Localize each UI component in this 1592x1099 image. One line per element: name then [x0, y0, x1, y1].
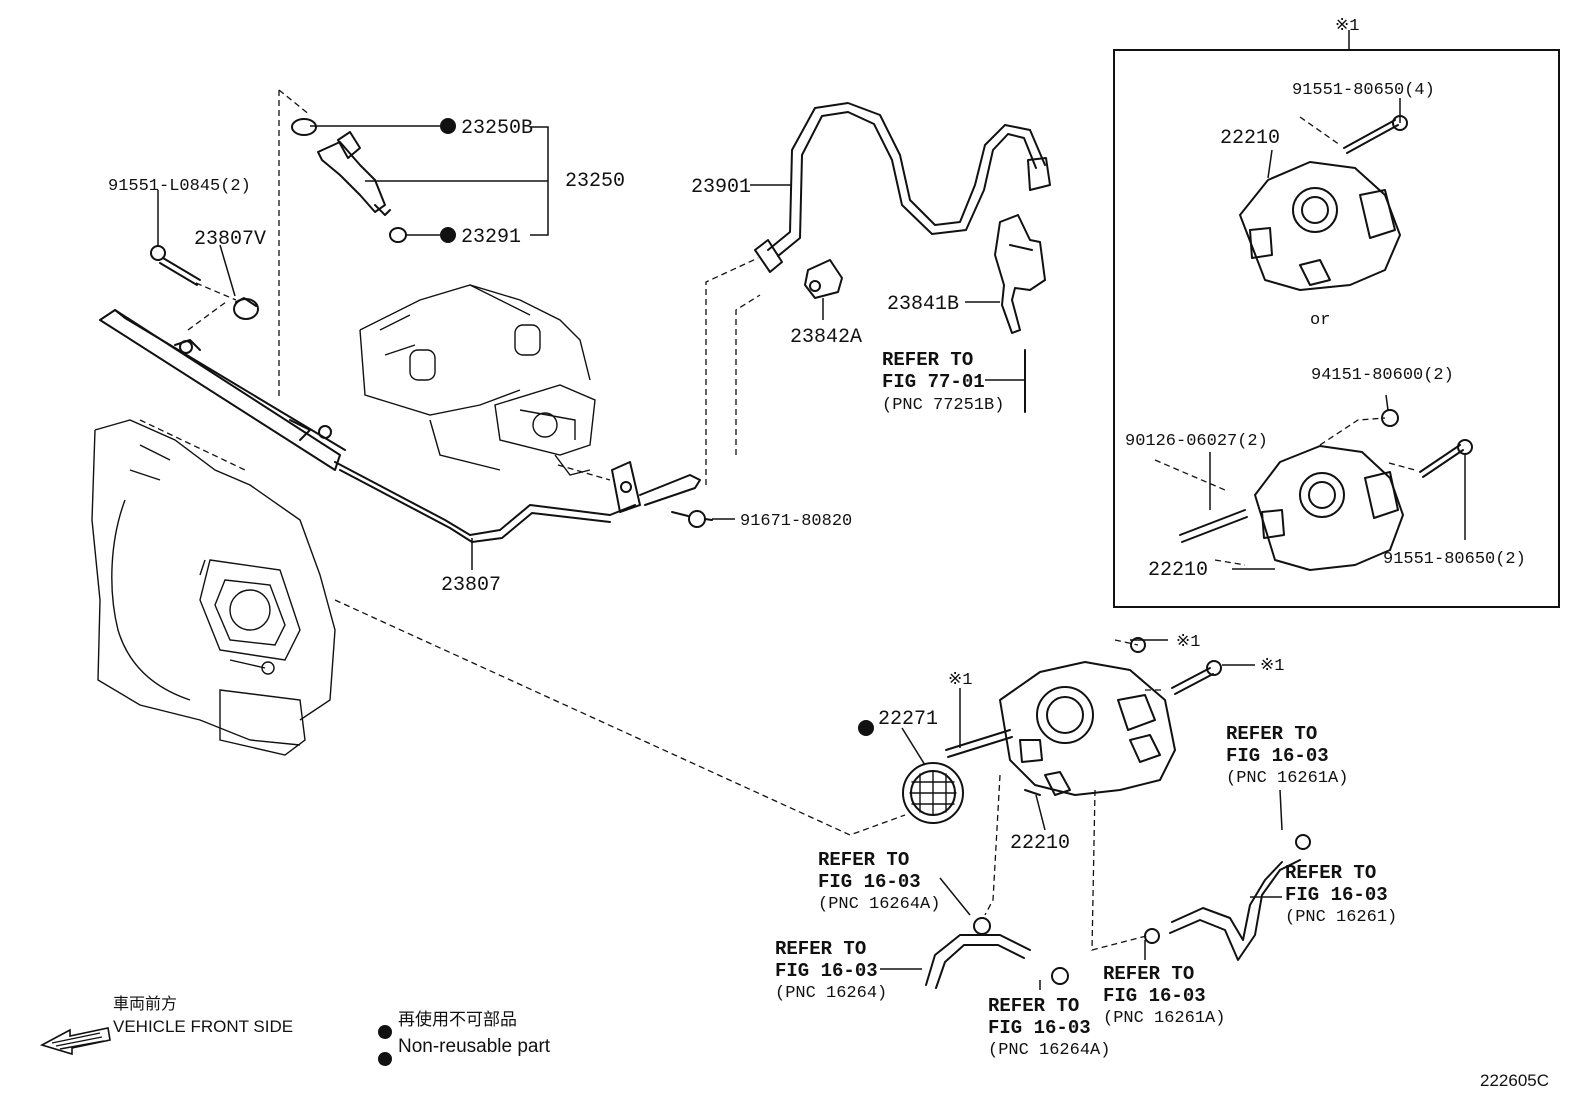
leader-lines — [157, 30, 1466, 990]
note-mark-nut: ※1 — [1176, 633, 1200, 652]
svg-text:FIG 16-03: FIG 16-03 — [775, 960, 878, 982]
svg-text:REFER TO: REFER TO — [818, 849, 909, 871]
svg-text:(PNC 16264A): (PNC 16264A) — [818, 895, 940, 914]
front-arrow-icon — [39, 1027, 111, 1056]
collar-23807V — [233, 297, 259, 320]
refer-fig-77-01: REFER TO FIG 77-01 (PNC 77251B) — [882, 349, 1004, 415]
front-arrow-hatch — [51, 1032, 105, 1050]
label-90126-06027: 90126-06027(2) — [1125, 432, 1268, 451]
legend-nonreuse-en: Non-reusable part — [398, 1036, 551, 1057]
refer-fig-16-03-16261A-top: REFER TO FIG 16-03 (PNC 16261A) — [1226, 723, 1348, 788]
stud-and-nut-main — [945, 637, 1222, 758]
svg-text:FIG 16-03: FIG 16-03 — [1103, 985, 1206, 1007]
label-91671-80820: 91671-80820 — [740, 512, 852, 531]
label-23291: 23291 — [461, 226, 521, 249]
svg-text:REFER TO: REFER TO — [988, 995, 1079, 1017]
dashed-guide-lines — [139, 89, 1416, 951]
label-22271: 22271 — [878, 708, 938, 731]
label-23250B: 23250B — [461, 117, 533, 140]
svg-text:FIG 16-03: FIG 16-03 — [988, 1017, 1091, 1039]
nonreuse-dot-icon — [440, 118, 456, 134]
svg-text:REFER TO: REFER TO — [775, 938, 866, 960]
legend-dot-icon — [378, 1052, 392, 1066]
fuel-rail-drawing — [99, 309, 636, 543]
nonreuse-dot-icon — [858, 720, 874, 736]
gasket-22271 — [902, 762, 964, 824]
note-mark-bolt: ※1 — [1260, 657, 1284, 676]
throttle-body-22210 — [999, 661, 1176, 796]
svg-text:REFER TO: REFER TO — [882, 349, 973, 371]
svg-text:FIG 16-03: FIG 16-03 — [1226, 745, 1329, 767]
legend-dot-icon — [378, 1025, 392, 1039]
label-23901: 23901 — [691, 176, 751, 199]
bolt-91551-L0845 — [150, 245, 201, 286]
note-mark-stud: ※1 — [948, 671, 972, 690]
refer-fig-16-03-16264A-top: REFER TO FIG 16-03 (PNC 16264A) — [818, 849, 940, 914]
label-94151-80600: 94151-80600(2) — [1311, 366, 1454, 385]
svg-text:FIG 77-01: FIG 77-01 — [882, 371, 985, 393]
svg-text:(PNC 16261A): (PNC 16261A) — [1103, 1009, 1225, 1028]
label-91551-80650-2: 91551-80650(2) — [1383, 550, 1526, 569]
svg-text:(PNC 16264): (PNC 16264) — [775, 984, 887, 1003]
fuel-pipe-bracket-23807 — [611, 461, 701, 513]
clamp-23842A — [804, 259, 843, 299]
inset-throttle-body-b — [1179, 409, 1473, 571]
svg-text:FIG 16-03: FIG 16-03 — [1285, 884, 1388, 906]
label-22210-inset-b: 22210 — [1148, 559, 1208, 582]
svg-text:REFER TO: REFER TO — [1103, 963, 1194, 985]
svg-text:(PNC 16261): (PNC 16261) — [1285, 908, 1397, 927]
legend-nonreuse-jp: 再使用不可部品 — [398, 1009, 517, 1029]
inset-header-mark: ※1 — [1335, 17, 1359, 36]
inset-throttle-body-a — [1239, 115, 1408, 291]
engine-block-drawing — [91, 419, 336, 756]
bolt-91671-80820 — [671, 510, 713, 528]
injector-23250 — [291, 118, 407, 243]
label-23250: 23250 — [565, 170, 625, 193]
label-or: or — [1310, 311, 1330, 330]
refer-fig-16-03-16261A-bottom: REFER TO FIG 16-03 (PNC 16261A) — [1103, 963, 1225, 1028]
label-91551-L0845: 91551-L0845(2) — [108, 177, 251, 196]
svg-text:REFER TO: REFER TO — [1226, 723, 1317, 745]
legend-front-jp: 車両前方 — [113, 995, 177, 1013]
nonreuse-dot-icon — [440, 227, 456, 243]
label-22210-inset-a: 22210 — [1220, 127, 1280, 150]
svg-text:(PNC 16264A): (PNC 16264A) — [988, 1041, 1110, 1060]
figure-code: 222605C — [1480, 1071, 1549, 1090]
refer-fig-16-03-16264A-bottom: REFER TO FIG 16-03 (PNC 16264A) — [988, 995, 1110, 1060]
svg-text:(PNC 77251B): (PNC 77251B) — [882, 396, 1004, 415]
intake-manifold-drawing — [359, 284, 596, 476]
label-23841B: 23841B — [887, 293, 959, 316]
hose-23901 — [754, 102, 1051, 273]
refer-fig-16-03-16264: REFER TO FIG 16-03 (PNC 16264) — [775, 938, 887, 1003]
refer-fig-16-03-16261: REFER TO FIG 16-03 (PNC 16261) — [1285, 862, 1397, 927]
svg-text:(PNC 16261A): (PNC 16261A) — [1226, 769, 1348, 788]
label-23842A: 23842A — [790, 326, 862, 349]
bracket-23841B — [994, 214, 1046, 334]
svg-text:FIG 16-03: FIG 16-03 — [818, 871, 921, 893]
legend-front-en: VEHICLE FRONT SIDE — [113, 1017, 293, 1036]
label-23807V: 23807V — [194, 228, 266, 251]
svg-text:REFER TO: REFER TO — [1285, 862, 1376, 884]
label-23807: 23807 — [441, 574, 501, 597]
label-22210-main: 22210 — [1010, 832, 1070, 855]
inset-box — [1113, 49, 1560, 608]
label-91551-80650-4: 91551-80650(4) — [1292, 81, 1435, 100]
